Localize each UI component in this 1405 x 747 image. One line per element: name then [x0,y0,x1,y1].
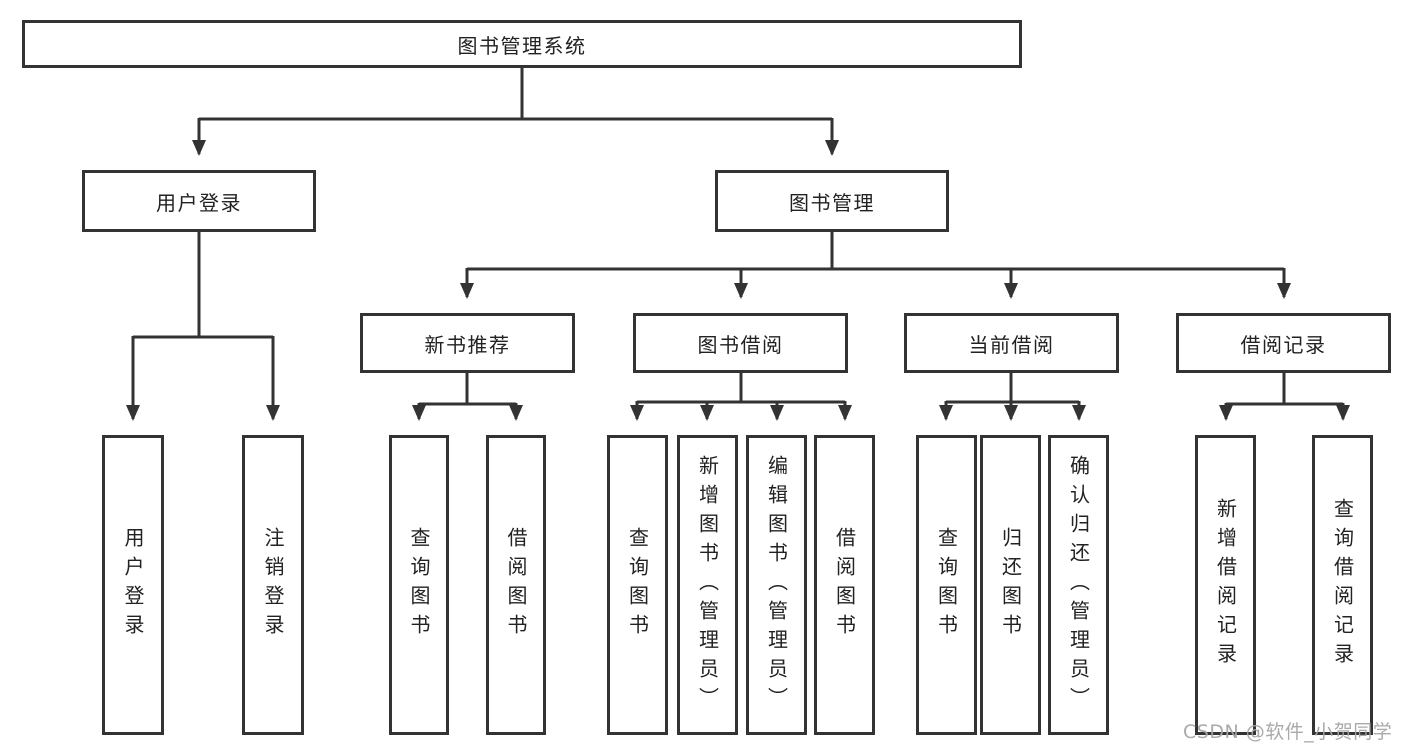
leaf-bb-edit-book-admin-label: 编辑图书（管理员） [764,454,789,716]
leaf-bb-query-books-label: 查询图书 [625,527,650,643]
node-root-label: 图书管理系统 [457,33,587,58]
node-current-borrowing-label: 当前借阅 [968,332,1055,357]
leaf-user-login-label: 用户登录 [121,527,145,643]
leaf-cb-confirm-return-admin-label: 确认归还（管理员） [1066,454,1091,716]
leaf-cb-return-books-label: 归还图书 [998,527,1023,643]
node-book-borrowing: 图书借阅 [633,313,848,373]
leaf-bb-query-books: 查询图书 [607,435,668,735]
leaf-nb-query-books: 查询图书 [389,435,449,735]
node-root: 图书管理系统 [22,20,1022,68]
node-book-borrowing-label: 图书借阅 [697,332,784,357]
watermark: CSDN @软件_小贺同学 [1183,721,1393,743]
leaf-logout: 注销登录 [242,435,304,735]
node-current-borrowing: 当前借阅 [904,313,1119,373]
leaf-cb-query-books-label: 查询图书 [934,527,959,643]
leaf-br-add-record-label: 新增借阅记录 [1213,498,1238,672]
leaf-cb-query-books: 查询图书 [916,435,977,735]
leaf-bb-borrow-books-label: 借阅图书 [832,527,857,643]
leaf-bb-edit-book-admin: 编辑图书（管理员） [746,435,807,735]
node-new-book-recommend-label: 新书推荐 [424,332,511,357]
leaf-bb-add-book-admin-label: 新增图书（管理员） [695,454,720,716]
leaf-logout-label: 注销登录 [261,527,285,643]
leaf-br-query-record-label: 查询借阅记录 [1330,498,1355,672]
node-book-management: 图书管理 [715,170,949,232]
leaf-br-add-record: 新增借阅记录 [1195,435,1256,735]
node-book-management-label: 图书管理 [789,190,875,215]
node-user-login-label: 用户登录 [156,190,242,215]
node-borrowing-records-label: 借阅记录 [1240,332,1327,357]
leaf-bb-add-book-admin: 新增图书（管理员） [677,435,738,735]
node-new-book-recommend: 新书推荐 [360,313,575,373]
leaf-nb-borrow-books-label: 借阅图书 [504,527,528,643]
node-borrowing-records: 借阅记录 [1176,313,1391,373]
leaf-cb-confirm-return-admin: 确认归还（管理员） [1048,435,1109,735]
leaf-br-query-record: 查询借阅记录 [1312,435,1373,735]
leaf-nb-query-books-label: 查询图书 [407,527,431,643]
node-user-login: 用户登录 [82,170,316,232]
leaf-user-login: 用户登录 [102,435,164,735]
leaf-cb-return-books: 归还图书 [980,435,1041,735]
leaf-bb-borrow-books: 借阅图书 [814,435,875,735]
leaf-nb-borrow-books: 借阅图书 [486,435,546,735]
